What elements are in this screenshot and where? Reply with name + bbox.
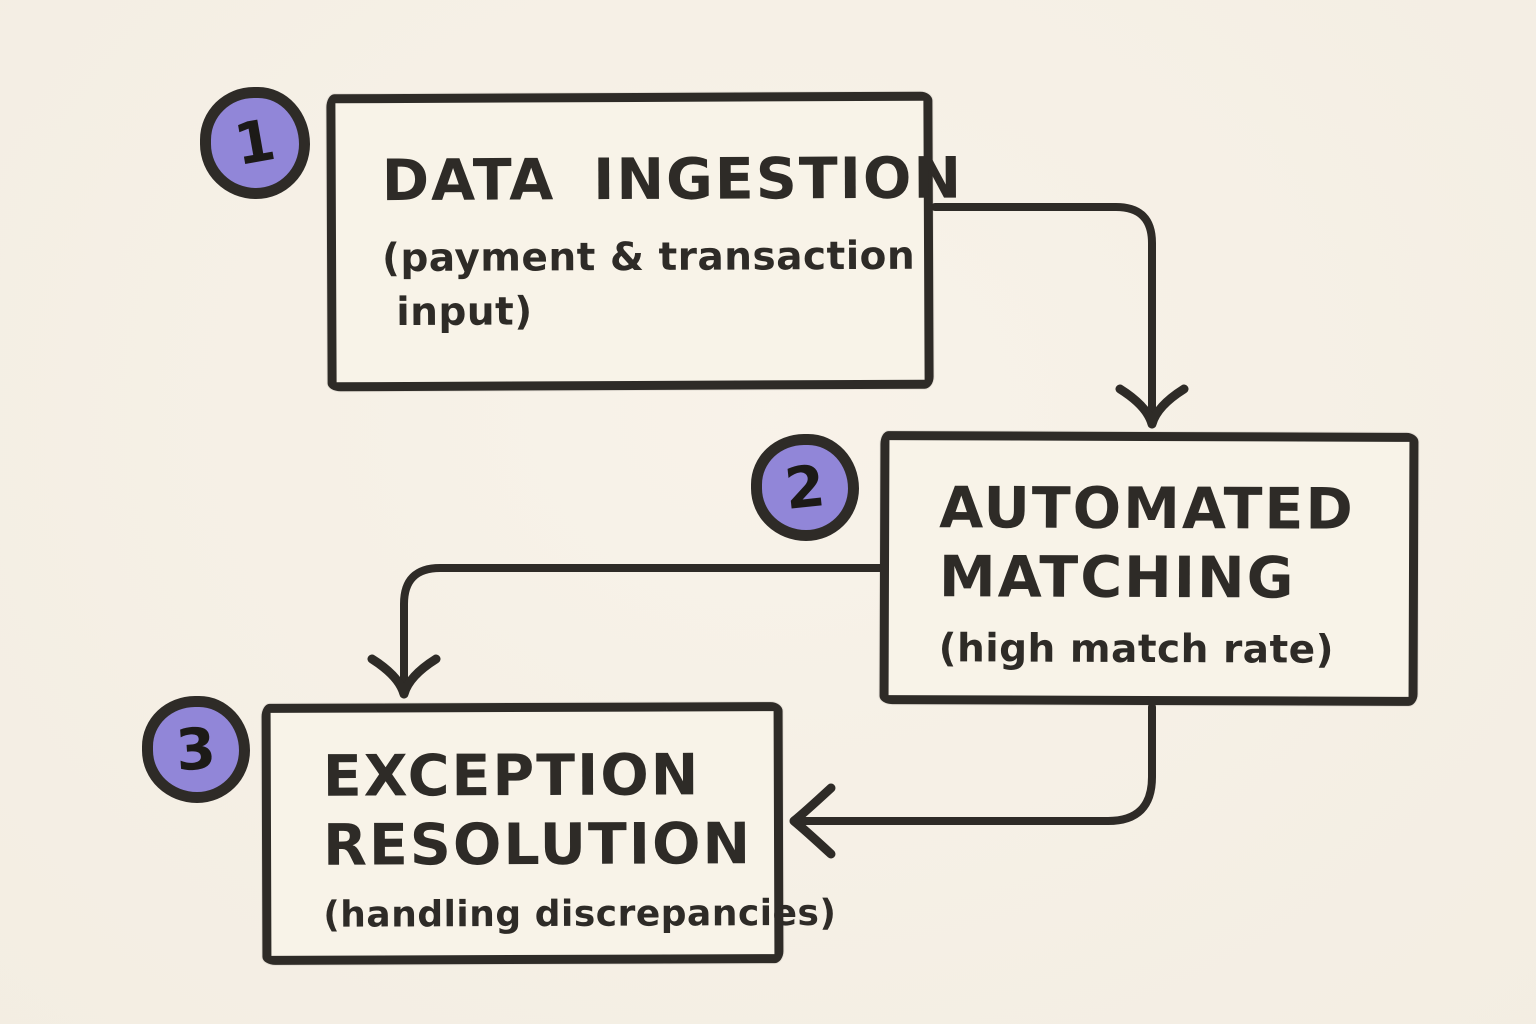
connector-2-to-3-top-arrowhead-icon (367, 654, 441, 699)
step-1-number-badge: 1 (200, 87, 310, 199)
connector-2-to-3-side-arrowhead-icon (789, 783, 836, 859)
step-2-title-line-1: AUTOMATED (939, 475, 1355, 543)
connector-2-to-3-side-line (798, 703, 1156, 825)
step-2-number-badge: 2 (751, 434, 859, 541)
connector-1-to-2-arrowhead-icon (1115, 384, 1189, 429)
step-1-number: 1 (229, 107, 281, 179)
step-box-data-ingestion: DATA INGESTION (payment & transaction in… (326, 91, 964, 392)
step-1-subtitle-line-2: input) (396, 289, 533, 336)
step-2-subtitle: (high match rate) (938, 626, 1335, 673)
step-3-title-line-1: EXCEPTION (322, 742, 701, 810)
step-3-title-line-2: RESOLUTION (322, 811, 753, 879)
step-box-automated-matching: AUTOMATED MATCHING (high match rate) (879, 431, 1419, 706)
step-1-title: DATA INGESTION (381, 145, 964, 215)
step-box-exception-resolution: EXCEPTION RESOLUTION (handling discrepan… (261, 702, 837, 965)
connector-2-to-3-top-line (400, 564, 886, 692)
connector-1-to-2-line (931, 203, 1156, 422)
step-1-subtitle-line-1: (payment & transaction (381, 233, 916, 282)
step-3-number: 3 (173, 715, 219, 784)
step-3-subtitle: (handling discrepancies) (323, 892, 837, 936)
step-2-number: 2 (781, 452, 829, 523)
step-2-title-line-2: MATCHING (938, 544, 1296, 612)
step-3-number-badge: 3 (142, 696, 250, 803)
